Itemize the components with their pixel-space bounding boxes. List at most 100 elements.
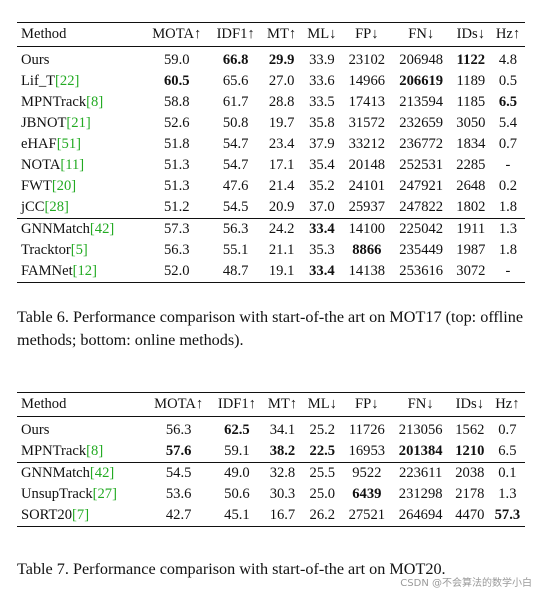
method-cell: Tracktor[5] (21, 242, 88, 258)
value-cell: 59.0 (143, 46, 210, 71)
citation-link[interactable]: [27] (92, 486, 117, 502)
method-cell: UnsupTrack[27] (21, 486, 117, 502)
value-cell: 0.1 (489, 462, 525, 484)
citation-link[interactable]: [7] (72, 507, 90, 523)
column-header: FN↓ (391, 22, 451, 47)
value-cell: 225042 (391, 218, 451, 240)
value-cell: 247921 (399, 178, 444, 194)
value-cell: 25937 (348, 199, 386, 215)
value-cell: 49.0 (211, 462, 263, 484)
method-cell: MPNTrack[8] (21, 94, 104, 110)
value-cell: 35.4 (309, 157, 335, 173)
value-cell: 235449 (399, 242, 444, 258)
value-cell: 24101 (348, 178, 386, 194)
value-cell: 16.7 (262, 505, 303, 527)
value-cell: 14138 (342, 261, 392, 283)
column-header: IDF1↑ (211, 392, 263, 417)
value-cell: - (505, 157, 511, 173)
value-cell: 1.8 (498, 199, 518, 215)
value-cell: 1.8 (498, 242, 518, 258)
value-cell: 32.8 (262, 462, 303, 484)
citation-link[interactable]: [11] (60, 157, 85, 173)
column-header: MOTA↑ (146, 392, 212, 417)
value-cell: 54.7 (222, 136, 249, 152)
value-cell: 11726 (342, 416, 392, 441)
value-cell: 51.8 (163, 136, 190, 152)
citation-link[interactable]: [28] (44, 199, 69, 215)
value-cell: 35.3 (309, 242, 335, 258)
method-cell: SORT20[7] (17, 505, 146, 527)
value-cell: 2038 (449, 462, 490, 484)
citation-link[interactable]: [8] (86, 443, 104, 459)
citation-link[interactable]: [21] (66, 115, 91, 131)
value-cell: 213056 (391, 416, 450, 441)
value-cell: 52.0 (143, 261, 210, 283)
citation-link[interactable]: [51] (56, 136, 82, 152)
value-cell: 25.2 (302, 416, 343, 441)
value-cell: 30.3 (269, 486, 296, 502)
value-cell: 1.3 (490, 218, 525, 240)
method-cell: NOTA[11] (21, 157, 85, 173)
value-cell: 14966 (348, 73, 386, 89)
citation-link[interactable]: [8] (86, 94, 104, 110)
value-cell: 6.5 (498, 94, 518, 110)
value-cell: 23102 (342, 46, 392, 71)
value-cell: 8866 (352, 242, 382, 258)
value-cell: 236772 (399, 136, 444, 152)
value-cell: 26.2 (302, 505, 343, 527)
value-cell: 1562 (449, 416, 490, 441)
citation-link[interactable]: [42] (89, 221, 115, 237)
value-cell: 1987 (456, 242, 486, 258)
value-cell: 33.4 (301, 261, 342, 283)
value-cell: 35.2 (309, 178, 335, 194)
value-cell: 0.2 (498, 178, 518, 194)
value-cell: 54.7 (222, 157, 249, 173)
value-cell: 60.5 (163, 73, 190, 89)
value-cell: 3050 (456, 115, 486, 131)
value-cell: - (490, 261, 525, 283)
value-cell: 0.7 (498, 136, 518, 152)
value-cell: 213594 (399, 94, 444, 110)
method-cell: eHAF[51] (21, 136, 82, 152)
method-cell: Lif_T[22] (21, 73, 80, 89)
method-cell: FWT[20] (21, 178, 77, 194)
value-cell: 206619 (399, 73, 444, 89)
value-cell: 1834 (456, 136, 486, 152)
method-cell: GNNMatch[42] (17, 218, 144, 240)
citation-link[interactable]: [5] (70, 242, 88, 258)
value-cell: 27.0 (268, 73, 295, 89)
value-cell: 47.6 (222, 178, 249, 194)
value-cell: 201384 (398, 443, 443, 459)
value-cell: 1210 (455, 443, 485, 459)
value-cell: 1802 (456, 199, 486, 215)
value-cell: 38.2 (269, 443, 296, 459)
citation-link[interactable]: [20] (51, 178, 77, 194)
value-cell: 2648 (456, 178, 486, 194)
value-cell: 17.1 (268, 157, 295, 173)
column-header: MT↑ (262, 392, 303, 417)
value-cell: 58.8 (163, 94, 190, 110)
value-cell: 34.1 (262, 416, 303, 441)
value-cell: 56.3 (163, 242, 190, 258)
citation-link[interactable]: [22] (55, 73, 80, 89)
value-cell: 206948 (391, 46, 451, 71)
value-cell: 232659 (399, 115, 444, 131)
value-cell: 1.3 (498, 486, 517, 502)
column-header: IDs↓ (449, 392, 490, 417)
value-cell: 42.7 (146, 505, 212, 527)
value-cell: 31572 (348, 115, 386, 131)
value-cell: 19.7 (268, 115, 295, 131)
value-cell: 252531 (399, 157, 444, 173)
value-cell: 6439 (352, 486, 382, 502)
citation-link[interactable]: [12] (72, 263, 97, 279)
value-cell: 25.0 (309, 486, 336, 502)
citation-link[interactable]: [42] (89, 465, 115, 481)
